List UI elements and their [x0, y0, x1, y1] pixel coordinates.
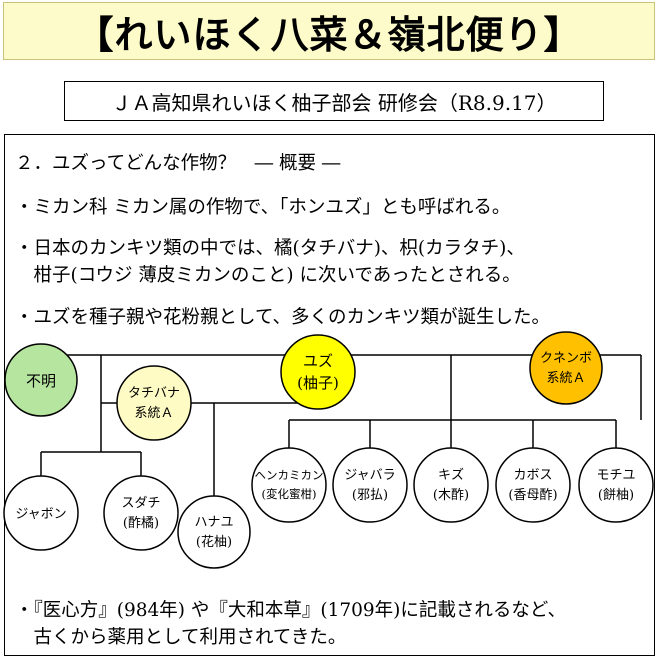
title-banner: 【れいほく八菜＆嶺北便り】 [3, 2, 655, 60]
svg-text:ジャバラ: ジャバラ [344, 468, 395, 483]
svg-text:(餅柚): (餅柚) [598, 488, 634, 503]
section-heading: ２．ユズってどんな作物？ ― 概要 ― [15, 153, 341, 174]
svg-text:スダチ: スダチ [121, 496, 160, 511]
node-tachibana: タチバナ 系統Ａ [116, 365, 192, 441]
bullet-1: ・ミカン科 ミカン属の作物で、「ホンユズ」とも呼ばれる。 [15, 197, 511, 218]
svg-text:(酢橘): (酢橘) [123, 515, 159, 531]
svg-text:ユズ: ユズ [303, 352, 333, 370]
node-japon: ジャボン [3, 475, 79, 551]
node-kizu: キズ (木酢) [413, 447, 489, 523]
svg-text:(花柚): (花柚) [196, 534, 232, 550]
node-sudachi: スダチ (酢橘) [103, 475, 179, 551]
bullet-4-line-1: ・『医心方』(984年) や『大和本草』(1709年)に記載されるなど、 [15, 600, 566, 621]
subtitle-box: ＪＡ高知県れいほく柚子部会 研修会（R8.9.17） [64, 81, 604, 121]
subtitle-text: ＪＡ高知県れいほく柚子部会 研修会（R8.9.17） [111, 90, 557, 115]
node-mochiyu: モチユ (餅柚) [578, 447, 654, 523]
svg-text:キズ: キズ [438, 467, 464, 483]
node-hanayu: ハナユ (花柚) [177, 495, 251, 569]
svg-text:クネンボ: クネンボ [540, 351, 592, 366]
node-jabara: ジャバラ (邪払) [332, 447, 408, 523]
node-henkamikan: ヘンカミカン (変化蜜柑) [251, 447, 327, 523]
bullet-2-line-1: ・日本のカンキツ類の中では、橘(タチバナ)、枳(カラタチ)、 [15, 238, 525, 259]
svg-text:(邪払): (邪払) [352, 488, 388, 503]
node-kunenbo: クネンボ 系統Ａ [529, 331, 603, 405]
content-frame: ２．ユズってどんな作物？ ― 概要 ― ・ミカン科 ミカン属の作物で、「ホンユズ… [4, 134, 655, 656]
svg-text:ヘンカミカン: ヘンカミカン [255, 468, 324, 482]
node-fumei: 不明 [4, 343, 78, 417]
svg-text:モチユ: モチユ [596, 468, 635, 483]
page-title: 【れいほく八菜＆嶺北便り】 [75, 11, 583, 57]
svg-text:タチバナ: タチバナ [128, 386, 180, 401]
svg-text:系統Ａ: 系統Ａ [546, 371, 585, 386]
svg-text:カボス: カボス [513, 468, 552, 483]
citrus-lineage-diagram: 不明 ユズ (柚子) クネンボ 系統Ａ タチバナ 系統Ａ ジャボン スダチ (酢… [3, 331, 654, 569]
svg-text:(柚子): (柚子) [297, 374, 339, 392]
svg-text:系統Ａ: 系統Ａ [134, 406, 173, 421]
node-kabosu: カボス (香母酢) [495, 447, 571, 523]
svg-text:(香母酢): (香母酢) [508, 488, 557, 503]
svg-text:ハナユ: ハナユ [194, 515, 233, 530]
svg-text:ジャボン: ジャボン [15, 507, 66, 522]
node-yuzu: ユズ (柚子) [280, 334, 356, 410]
svg-text:(変化蜜柑): (変化蜜柑) [262, 487, 317, 501]
bullet-3: ・ユズを種子親や花粉親として、多くのカンキツ類が誕生した。 [15, 307, 551, 328]
svg-text:不明: 不明 [26, 372, 56, 390]
bullet-4-line-2: 古くから薬用として利用されてきた。 [15, 627, 347, 648]
svg-text:(木酢): (木酢) [433, 488, 469, 503]
bullet-2-line-2: 柑子(コウジ 薄皮ミカンのこと) に次いであったとされる。 [15, 265, 521, 286]
